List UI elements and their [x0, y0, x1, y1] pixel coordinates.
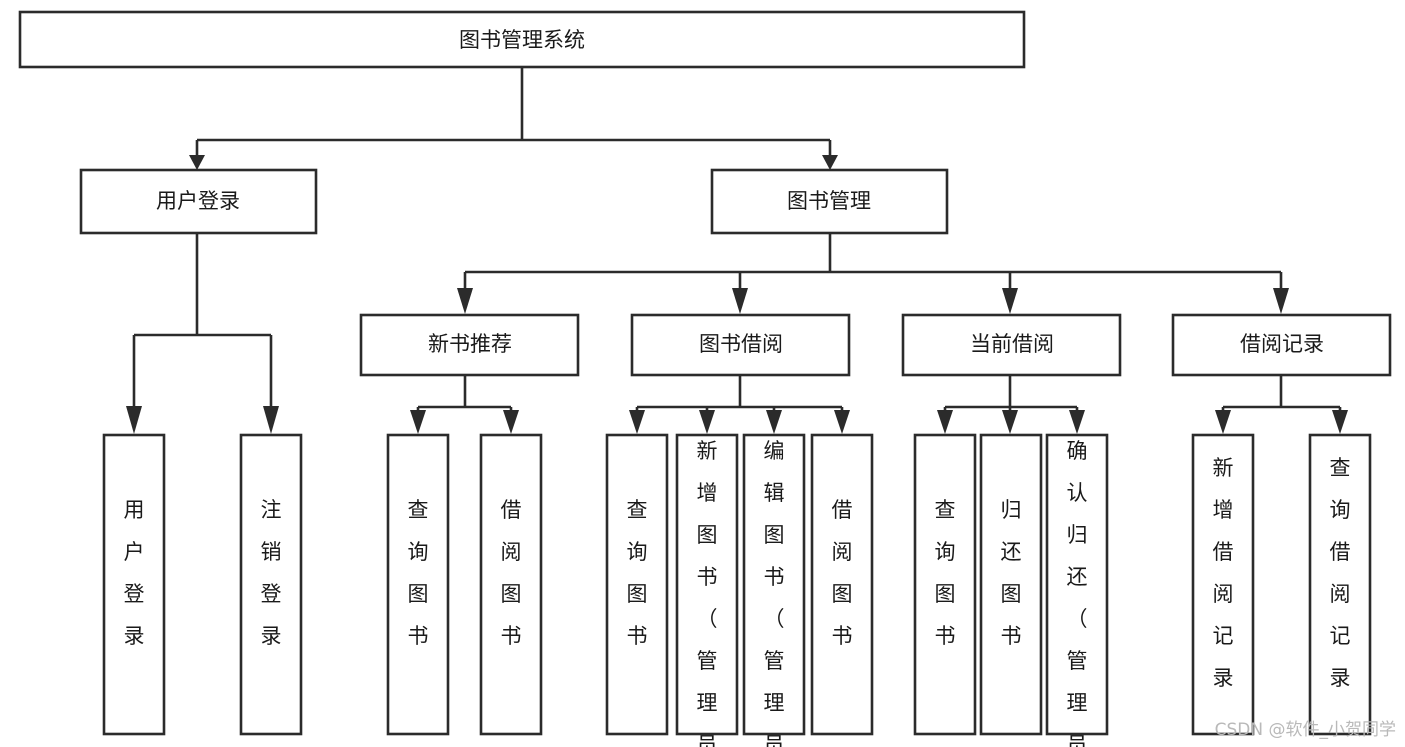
arrowhead-book-borrow	[732, 288, 748, 314]
node-current-borrow-label: 当前借阅	[970, 332, 1054, 356]
leaf-user-login-1-box[interactable]	[102, 433, 166, 736]
leaf-borrow-record-1-label: 新增借阅记录	[1213, 456, 1234, 690]
connector-layer	[126, 67, 1348, 434]
node-root-box[interactable]	[18, 10, 1026, 69]
arrowhead-leaf-user-login-1	[126, 406, 142, 434]
leaf-new-book-1[interactable]: 查询图书	[386, 433, 450, 736]
node-book-management-label: 图书管理	[787, 189, 871, 213]
leaf-book-borrow-2[interactable]: 新增图书（管理员）	[675, 433, 739, 747]
arrowhead-user-login	[189, 155, 205, 170]
node-current-borrow[interactable]: 当前借阅	[901, 313, 1122, 377]
leaf-book-borrow-3[interactable]: 编辑图书（管理员）	[742, 433, 806, 747]
leaf-borrow-record-2[interactable]: 查询借阅记录	[1308, 433, 1372, 736]
node-book-management[interactable]: 图书管理	[710, 168, 949, 235]
arrowhead-bb-leaf-4	[834, 410, 850, 434]
leaf-book-borrow-4-label: 借阅图书	[832, 498, 853, 648]
leaf-user-login-2[interactable]: 注销登录	[239, 433, 303, 736]
node-book-borrow[interactable]: 图书借阅	[630, 313, 851, 377]
node-root-label: 图书管理系统	[459, 28, 585, 52]
node-book-management-box[interactable]	[710, 168, 949, 235]
arrowhead-br-leaf-1	[1215, 410, 1231, 434]
leaf-current-borrow-3-box[interactable]	[1045, 433, 1109, 736]
arrowhead-bb-leaf-2	[699, 410, 715, 434]
leaf-new-book-2[interactable]: 借阅图书	[479, 433, 543, 736]
leaf-book-borrow-2-label: 新增图书（管理员）	[697, 439, 718, 747]
leaf-current-borrow-1-box[interactable]	[913, 433, 977, 736]
arrowhead-cb-leaf-2	[1002, 410, 1018, 434]
leaf-user-login-1[interactable]: 用户登录	[102, 433, 166, 736]
leaf-book-borrow-1-box[interactable]	[605, 433, 669, 736]
arrowhead-bb-leaf-1	[629, 410, 645, 434]
node-borrow-record[interactable]: 借阅记录	[1171, 313, 1392, 377]
leaf-user-login-1-label: 用户登录	[124, 498, 145, 648]
node-book-borrow-label: 图书借阅	[699, 332, 783, 356]
node-book-borrow-box[interactable]	[630, 313, 851, 377]
leaf-current-borrow-1-label: 查询图书	[935, 498, 956, 648]
leaf-current-borrow-3[interactable]: 确认归还（管理员）	[1045, 433, 1109, 747]
leaf-book-borrow-3-box[interactable]	[742, 433, 806, 736]
leaf-current-borrow-3-label: 确认归还（管理员）	[1067, 439, 1088, 747]
leaf-book-borrow-4[interactable]: 借阅图书	[810, 433, 874, 736]
leaf-current-borrow-2-label: 归还图书	[1001, 498, 1022, 648]
arrowhead-current-borrow	[1002, 288, 1018, 314]
arrowhead-nb-leaf-2	[503, 410, 519, 434]
leaf-borrow-record-1[interactable]: 新增借阅记录	[1191, 433, 1255, 736]
arrowhead-br-leaf-2	[1332, 410, 1348, 434]
arrowhead-book-mgmt	[822, 155, 838, 170]
node-borrow-record-box[interactable]	[1171, 313, 1392, 377]
node-current-borrow-box[interactable]	[901, 313, 1122, 377]
csdn-watermark: CSDN @软件_小贺同学	[1215, 720, 1396, 740]
arrowhead-nb-leaf-1	[410, 410, 426, 434]
arrowhead-bb-leaf-3	[766, 410, 782, 434]
leaf-book-borrow-4-box[interactable]	[810, 433, 874, 736]
leaf-book-borrow-2-box[interactable]	[675, 433, 739, 736]
leaf-current-borrow-1[interactable]: 查询图书	[913, 433, 977, 736]
leaf-borrow-record-2-label: 查询借阅记录	[1330, 456, 1351, 690]
leaf-current-borrow-2[interactable]: 归还图书	[979, 433, 1043, 736]
leaf-borrow-record-1-box[interactable]	[1191, 433, 1255, 736]
arrowhead-cb-leaf-3	[1069, 410, 1085, 434]
leaf-new-book-2-box[interactable]	[479, 433, 543, 736]
leaf-current-borrow-2-box[interactable]	[979, 433, 1043, 736]
leaf-new-book-1-box[interactable]	[386, 433, 450, 736]
node-user-login[interactable]: 用户登录	[79, 168, 318, 235]
node-user-login-box[interactable]	[79, 168, 318, 235]
arrowhead-borrow-record	[1273, 288, 1289, 314]
node-user-login-label: 用户登录	[156, 189, 240, 213]
arrowhead-new-book	[457, 288, 473, 314]
node-root[interactable]: 图书管理系统	[18, 10, 1026, 69]
leaf-book-borrow-1[interactable]: 查询图书	[605, 433, 669, 736]
leaf-new-book-2-label: 借阅图书	[501, 498, 522, 648]
leaf-borrow-record-2-box[interactable]	[1308, 433, 1372, 736]
leaf-user-login-2-box[interactable]	[239, 433, 303, 736]
node-new-book-recommend-box[interactable]	[359, 313, 580, 377]
node-borrow-record-label: 借阅记录	[1240, 332, 1324, 356]
leaf-user-login-2-label: 注销登录	[261, 498, 282, 648]
leaf-new-book-1-label: 查询图书	[408, 498, 429, 648]
leaf-book-borrow-1-label: 查询图书	[627, 498, 648, 648]
arrowhead-leaf-user-login-2	[263, 406, 279, 434]
leaf-book-borrow-3-label: 编辑图书（管理员）	[764, 439, 785, 747]
node-new-book-recommend-label: 新书推荐	[428, 332, 512, 356]
node-new-book-recommend[interactable]: 新书推荐	[359, 313, 580, 377]
arrowhead-cb-leaf-1	[937, 410, 953, 434]
